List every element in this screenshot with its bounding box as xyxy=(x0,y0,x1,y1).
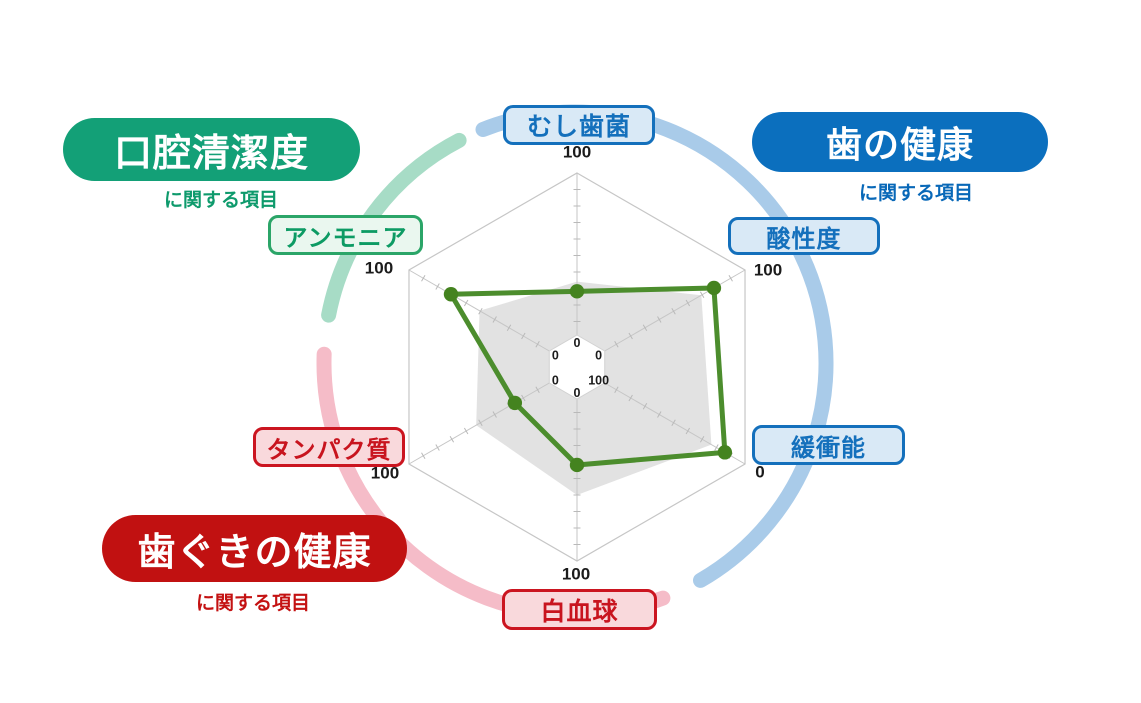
radar-axis-tick xyxy=(614,386,619,394)
axis-label-ammonia: アンモニア xyxy=(268,215,423,255)
radar-axis-tick xyxy=(628,394,633,402)
radar-axis-tick xyxy=(421,452,426,460)
category-pill-gum-health: 歯ぐきの健康 xyxy=(102,515,407,582)
category-pill-oral-cleanliness: 口腔清潔度 xyxy=(63,118,360,181)
axis-label-sanseido: 酸性度 xyxy=(728,217,880,255)
radar-inner-scale-label: 0 xyxy=(595,349,602,363)
radar-data-point xyxy=(443,287,459,302)
category-pill-tooth-health: 歯の健康 xyxy=(752,112,1048,172)
category-subtitle-oral-cleanliness: に関する項目 xyxy=(163,189,278,211)
radar-axis-tick xyxy=(642,324,648,332)
radar-axis-tick xyxy=(478,307,483,315)
radar-data-point xyxy=(717,445,733,460)
radar-axis-tick xyxy=(671,419,676,427)
radar-inner-scale-label: 0 xyxy=(574,386,581,400)
radar-axis-tick xyxy=(728,274,733,282)
axis-label-kanshono: 緩衝能 xyxy=(752,425,905,465)
category-subtitle-gum-health: に関する項目 xyxy=(195,592,310,614)
radar-outer-scale-label: 100 xyxy=(371,464,399,483)
radar-axis-tick xyxy=(628,332,633,340)
radar-inner-scale-label: 0 xyxy=(552,349,559,363)
radar-outer-scale-label: 100 xyxy=(563,143,591,162)
radar-outer-scale-label: 100 xyxy=(365,259,393,278)
radar-axis-tick xyxy=(671,307,676,315)
radar-axis-tick xyxy=(521,332,526,340)
radar-axis-tick xyxy=(535,386,540,394)
radar-axis-tick xyxy=(699,291,705,299)
radar-inner-scale-label: 100 xyxy=(588,374,609,388)
radar-outer-scale-label: 100 xyxy=(562,565,590,584)
radar-grid-hexagon xyxy=(408,172,746,562)
radar-axis-tick xyxy=(449,435,455,443)
radar-axis-tick xyxy=(506,324,512,332)
radar-data-point xyxy=(706,280,722,296)
axis-label-hakkekkyu: 白血球 xyxy=(502,589,657,630)
axis-label-mushibakin: むし歯菌 xyxy=(503,105,655,145)
radar-data-point xyxy=(569,457,585,473)
radar-axis-tick xyxy=(685,299,691,307)
radar-axis-tick xyxy=(642,402,648,410)
radar-axis-tick xyxy=(521,394,526,402)
radar-axis-tick xyxy=(463,427,469,435)
radar-center-hexagon xyxy=(548,334,606,400)
radar-inner-scale-label: 0 xyxy=(552,374,559,388)
radar-axis-tick xyxy=(699,435,705,443)
radar-data-point xyxy=(569,284,585,299)
radar-axis-tick xyxy=(714,444,719,451)
radar-axis-tick xyxy=(614,340,619,348)
radar-data-point xyxy=(507,395,523,411)
radar-axis-tick xyxy=(435,283,440,290)
radar-axis-tick xyxy=(535,340,540,348)
radar-axis-tick xyxy=(463,299,469,307)
radar-inner-scale-label: 0 xyxy=(574,336,581,350)
radar-axis-tick xyxy=(435,444,440,451)
radar-axis-tick xyxy=(657,316,662,323)
axis-label-tanpakushitsu: タンパク質 xyxy=(253,427,405,467)
category-subtitle-tooth-health: に関する項目 xyxy=(858,182,973,204)
radar-axis-tick xyxy=(478,419,483,427)
radar-axis-tick xyxy=(657,411,662,418)
radar-axis-tick xyxy=(492,316,497,323)
radar-outer-scale-label: 0 xyxy=(755,463,764,482)
oral-cleanliness-arc xyxy=(321,132,467,323)
radar-axis-tick xyxy=(492,411,497,418)
radar-axis-tick xyxy=(685,427,691,435)
radar-axis-tick xyxy=(421,274,426,282)
radar-outer-scale-label: 100 xyxy=(754,261,782,280)
